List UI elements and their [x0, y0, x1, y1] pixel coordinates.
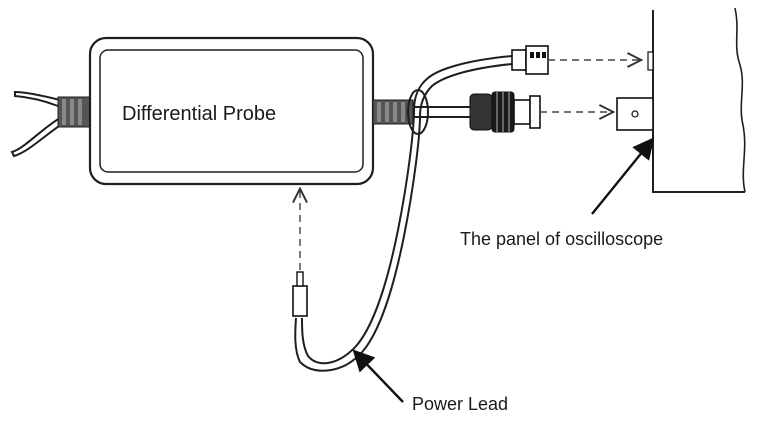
bnc-connector — [469, 91, 541, 133]
panel-label: The panel of oscilloscope — [460, 229, 663, 249]
probe-label: Differential Probe — [122, 103, 276, 125]
power-cable — [294, 55, 513, 372]
power-lead-callout-arrow — [352, 349, 404, 403]
differential-probe-body: Differential Probe — [88, 36, 375, 186]
connection-arrows — [300, 60, 640, 270]
power-lead-label: Power Lead — [412, 394, 508, 414]
output-strain-relief — [372, 99, 414, 125]
panel-callout-arrow — [591, 137, 655, 215]
input-leads — [10, 90, 91, 158]
power-connector-plug — [511, 45, 549, 75]
oscilloscope-panel — [616, 7, 746, 193]
power-lead-plug — [292, 271, 308, 317]
